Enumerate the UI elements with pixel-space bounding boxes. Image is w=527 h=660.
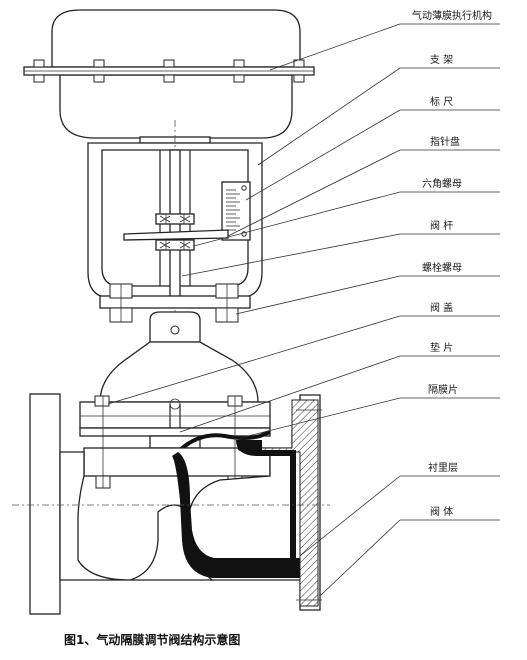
diaphragm-sheet <box>178 430 271 452</box>
scale-screw-top <box>241 185 247 191</box>
actuator-bolt <box>33 59 45 83</box>
label-stem: 阀 杆 <box>430 219 453 232</box>
actuator-lower-casing <box>59 74 293 139</box>
label-scale: 标 尺 <box>430 96 453 108</box>
label-pointer-plate: 指针盘 <box>430 135 460 148</box>
label-bonnet: 阀 盖 <box>430 301 453 314</box>
label-valve-body: 阀 体 <box>430 505 453 518</box>
outlet-lining <box>236 440 296 558</box>
gasket-diaphragm <box>79 427 271 452</box>
actuator-bolt <box>93 59 105 83</box>
figure-caption: 图1、气动隔膜调节阀结构示意图 <box>64 632 240 647</box>
label-diaphragm: 隔膜片 <box>428 383 458 396</box>
pointer-disc <box>123 229 229 241</box>
actuator-assembly <box>23 9 315 139</box>
hex-nut-upper <box>155 213 195 225</box>
bonnet-pin <box>170 325 180 335</box>
actuator-upper-casing <box>51 9 301 68</box>
label-gasket: 垫 片 <box>430 341 453 354</box>
actuator-bolt <box>293 59 305 83</box>
label-lining: 衬里层 <box>428 461 458 474</box>
bonnet-assembly <box>79 311 271 429</box>
hex-nut-lower <box>155 239 195 251</box>
lining-layer <box>172 452 300 578</box>
valve-body-assembly <box>12 393 330 615</box>
label-hex-nut: 六角螺母 <box>422 178 462 190</box>
yoke-base-plate <box>99 295 251 309</box>
label-bracket: 支 架 <box>430 54 453 66</box>
bonnet-body <box>99 341 259 403</box>
leader-lines <box>107 23 500 597</box>
label-actuator: 气动薄膜执行机构 <box>412 9 492 22</box>
actuator-bolts <box>33 59 305 83</box>
label-stud-nut: 螺栓螺母 <box>422 261 462 274</box>
body-shell-left <box>59 451 131 581</box>
gasket <box>79 427 271 437</box>
stem-rod <box>169 149 181 301</box>
actuator-bolt <box>233 59 245 83</box>
callout-labels: 气动薄膜执行机构 支 架 标 尺 指针盘 六角螺母 阀 杆 螺栓螺母 阀 盖 垫… <box>412 9 492 518</box>
inlet-flange <box>29 393 61 615</box>
bonnet-bolt-left-top <box>94 395 110 407</box>
actuator-bolt <box>163 59 175 83</box>
yoke-base <box>99 283 251 323</box>
